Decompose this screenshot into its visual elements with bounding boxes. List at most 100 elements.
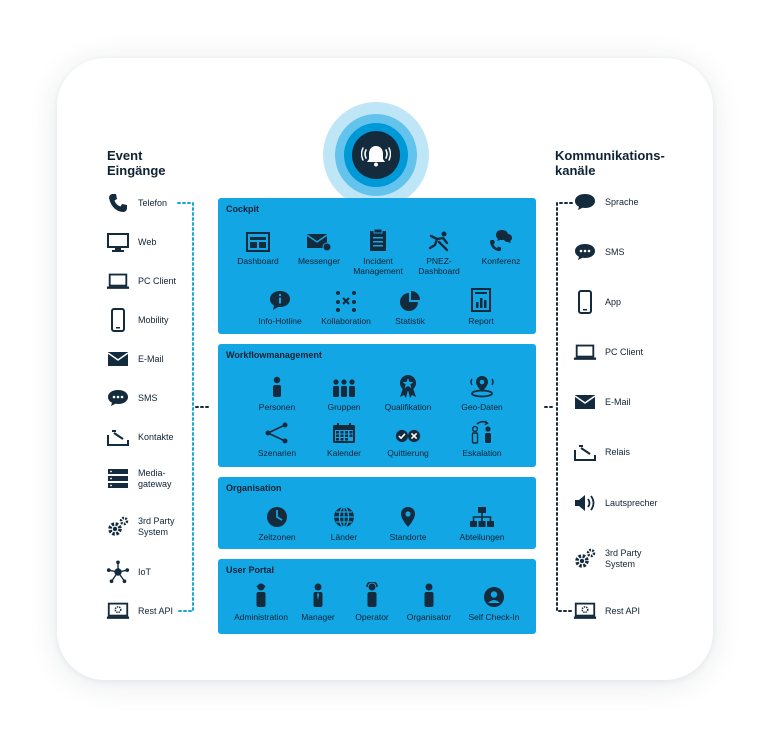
report-icon: [468, 288, 494, 312]
channel-rest-api: Rest API: [573, 597, 640, 625]
org-chart-icon: [469, 504, 495, 528]
channel-label: Lautsprecher: [605, 497, 658, 508]
channel-app: App: [573, 288, 621, 316]
channel-label: PC Client: [605, 346, 644, 357]
relay-contact-icon: [573, 440, 597, 464]
manager-person-icon: [305, 583, 331, 608]
tile-kalender: Kalender: [309, 420, 379, 458]
panel-cockpit: Cockpit Dashboard Messenger Incident Man…: [218, 198, 536, 334]
channel-label: Rest API: [605, 605, 641, 616]
channel-label: E-Mail: [605, 396, 631, 407]
geo-pin-icon: [469, 374, 495, 398]
falling-person-icon: [426, 228, 452, 252]
input-iot: IoT: [106, 558, 151, 586]
channel-label: Sprache: [605, 196, 639, 207]
input-label: Kontakte: [138, 431, 174, 442]
input-label: SMS: [138, 392, 158, 403]
channel-pc-client: PC Client: [573, 338, 643, 366]
tile-manager: Manager: [283, 583, 353, 622]
tile-szenarien: Szenarien: [242, 420, 312, 458]
tile-standorte: Standorte: [373, 504, 443, 542]
tile-self-check-in: Self Check-In: [459, 584, 529, 622]
channel-3rd-party: 3rd Party System: [573, 545, 642, 573]
escalation-icon: [469, 420, 495, 444]
tile-abteilungen: Abteilungen: [447, 504, 517, 542]
share-icon: [264, 420, 290, 444]
input-label: Telefon: [138, 197, 168, 208]
input-label: Mobility: [138, 314, 169, 325]
tile-incident: Incident Management: [343, 228, 413, 276]
panel-organisation: Organisation Zeitzonen Länder Standorte …: [218, 477, 536, 549]
info-bubble-icon: [267, 288, 293, 312]
right-column-title: Kommunikations- kanäle: [555, 148, 665, 178]
input-label: Web: [138, 236, 157, 247]
channel-label: Relais: [605, 446, 631, 457]
laptop-icon: [573, 340, 597, 364]
gears-icon: [106, 515, 130, 539]
tile-eskalation: Eskalation: [447, 420, 517, 458]
dashboard-icon: [245, 228, 271, 252]
input-kontakte: Kontakte: [106, 423, 174, 451]
tile-kollaboration: Kollaboration: [311, 288, 381, 326]
input-3rd-party: 3rd Party System: [106, 513, 175, 541]
laptop-icon: [106, 269, 130, 293]
panel-title: User Portal: [226, 565, 275, 575]
envelope-icon: [106, 347, 130, 371]
tile-organisator: Organisator: [394, 583, 464, 622]
tile-info-hotline: Info-Hotline: [245, 288, 315, 326]
input-mediagateway: Media- gateway: [106, 465, 172, 493]
tile-messenger: Messenger: [284, 228, 354, 266]
input-sms: SMS: [106, 384, 158, 412]
conference-icon: [488, 228, 514, 252]
relay-contact-icon: [106, 425, 130, 449]
tile-statistik: Statistik: [375, 288, 445, 326]
chat-bubble-icon: [106, 386, 130, 410]
tile-dashboard: Dashboard: [223, 228, 293, 266]
input-label: Media- gateway: [138, 468, 172, 489]
panel-title: Cockpit: [226, 204, 260, 214]
channel-email: E-Mail: [573, 388, 631, 416]
location-pin-icon: [395, 504, 421, 528]
tile-quittierung: Quittierung: [373, 420, 443, 458]
left-column-title: Event Eingänge: [107, 148, 166, 178]
panel-title: Workflowmanagement: [226, 350, 322, 360]
channel-sprache: Sprache: [573, 188, 639, 216]
person-icon: [264, 374, 290, 398]
admin-person-icon: [248, 583, 274, 608]
input-label: 3rd Party System: [138, 516, 175, 537]
globe-icon: [331, 504, 357, 528]
tile-pnez: PNEZ- Dashboard: [404, 228, 474, 276]
user-circle-icon: [481, 584, 507, 608]
envelope-icon: [573, 390, 597, 414]
channel-lautsprecher: Lautsprecher: [573, 489, 658, 517]
operator-person-icon: [359, 582, 385, 608]
tile-geo-daten: Geo-Daten: [447, 374, 517, 412]
calendar-icon: [331, 420, 357, 444]
smartphone-icon: [573, 290, 597, 314]
api-laptop-icon: [106, 599, 130, 623]
speech-bubble-icon: [573, 190, 597, 214]
collaboration-icon: [333, 288, 359, 312]
speaker-icon: [573, 491, 597, 515]
panel-title: Organisation: [226, 483, 282, 493]
input-web: Web: [106, 228, 156, 256]
input-label: E-Mail: [138, 353, 164, 364]
network-hub-icon: [106, 560, 130, 584]
input-mobility: Mobility: [106, 306, 169, 334]
group-icon: [331, 374, 357, 398]
tile-konferenz: Konferenz: [466, 228, 536, 266]
tile-operator: Operator: [337, 582, 407, 622]
phone-icon: [106, 191, 130, 215]
channel-relais: Relais: [573, 438, 630, 466]
input-email: E-Mail: [106, 345, 164, 373]
api-laptop-icon: [573, 599, 597, 623]
tile-administration: Administration: [226, 583, 296, 622]
organizer-person-icon: [416, 583, 442, 608]
tile-gruppen: Gruppen: [309, 374, 379, 412]
monitor-icon: [106, 230, 130, 254]
input-pc-client: PC Client: [106, 267, 176, 295]
messenger-icon: [306, 228, 332, 252]
server-icon: [106, 467, 130, 491]
channel-label: SMS: [605, 246, 625, 257]
check-cross-icon: [395, 420, 421, 444]
